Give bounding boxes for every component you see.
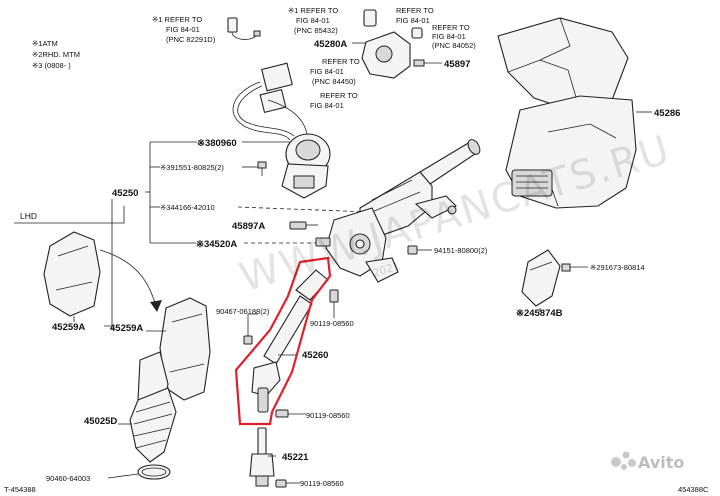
boot-45259A-lower	[159, 297, 211, 401]
leader-lines	[104, 199, 541, 479]
label-34520A: ※34520A	[196, 239, 237, 250]
highlight-outline	[234, 256, 332, 426]
label-245874B: ※245874B	[516, 308, 563, 319]
label-45259A-2: 45259A	[110, 323, 143, 334]
column-cover-upper	[497, 17, 629, 113]
label-45250: 45250	[112, 188, 138, 199]
ref-1-line-3: (PNC 82291D)	[166, 35, 216, 44]
footer-code-right: 454388C	[678, 485, 709, 494]
label-45897A: 45897A	[232, 221, 265, 232]
label-90460: 90460-64003	[46, 474, 90, 483]
ref-3b-line-1: REFER TO	[432, 23, 470, 32]
ref-2-line-2: FIG 84-01	[296, 16, 330, 25]
label-45259A-1: 45259A	[52, 322, 85, 333]
label-90119-3: 90119-08560	[300, 479, 344, 488]
label-45260: 45260	[302, 350, 328, 361]
ref-4-line-1: REFER TO	[322, 57, 360, 66]
reference-3: REFER TO FIG 84-01	[396, 6, 434, 25]
legend-line-1: ※1ATM	[32, 39, 58, 48]
bolt-90119-3	[275, 479, 300, 488]
reference-4: REFER TO FIG 84-01 (PNC 84450)	[310, 57, 360, 86]
bolt-34520A	[315, 237, 331, 247]
label-45221: 45221	[282, 452, 309, 463]
label-90119-2: 90119-08560	[306, 411, 350, 420]
ref-3-line-1: REFER TO	[396, 6, 434, 15]
bolt-45897	[413, 59, 442, 67]
bracket-245874B	[521, 249, 588, 307]
reference-1: ※1 REFER TO FIG 84-01 (PNC 82291D)	[152, 15, 216, 44]
ref-1-line-2: FIG 84-01	[166, 25, 200, 34]
ref-1-line-1: ※1 REFER TO	[152, 15, 202, 24]
reference-3b: REFER TO FIG 84-01 (PNC 84052)	[432, 23, 476, 50]
ref-4-line-3: (PNC 84450)	[312, 77, 356, 86]
label-91673: ※291673-80814	[590, 263, 645, 272]
bolt-45897A	[289, 221, 318, 230]
ref-3-line-2: FIG 84-01	[396, 16, 430, 25]
label-91551: ※391551-80825(2)	[160, 163, 224, 172]
label-45286: 45286	[654, 108, 680, 119]
label-90119-1: 90119-08560	[310, 319, 354, 328]
ref-2-line-3: (PNC 85432)	[294, 26, 338, 35]
legend-line-2: ※2RHD. MTM	[32, 50, 80, 59]
label-45897: 45897	[444, 59, 470, 70]
tilt-motor	[281, 133, 331, 199]
dust-boot-45025D	[129, 351, 177, 463]
ref-4-line-2: FIG 84-01	[310, 67, 344, 76]
bolt-90119-1	[329, 289, 339, 303]
label-45280A: 45280A	[314, 39, 347, 50]
nut-94151	[407, 245, 432, 255]
bracket-45250	[145, 141, 371, 244]
column-cover-lower	[505, 95, 637, 209]
bolt-90119-2	[275, 409, 306, 418]
reference-5: REFER TO FIG 84-01	[310, 91, 358, 110]
avito-wordmark: Avito	[638, 453, 684, 472]
ref-3b-line-3: (PNC 84052)	[432, 41, 476, 50]
switch-assembly-45280A	[361, 9, 423, 79]
connector-plug	[227, 17, 261, 40]
footer-code-left: T-454388	[4, 485, 36, 494]
legend: ※1ATM ※2RHD. MTM ※3 (0808- )	[32, 39, 80, 70]
avito-logo: Avito	[611, 451, 684, 472]
lower-shaft-45221	[249, 427, 275, 487]
flow-arrow	[99, 249, 162, 312]
label-380960: ※380960	[197, 138, 237, 149]
legend-line-3: ※3 (0808- )	[32, 61, 71, 70]
bolt-90467	[243, 335, 253, 345]
intermediate-shaft-45260	[251, 269, 329, 413]
screw-91551	[257, 161, 267, 176]
wire-harness	[232, 62, 309, 141]
ref-5-line-2: FIG 84-01	[310, 101, 344, 110]
label-94151: 94151-80800(2)	[434, 246, 488, 255]
section-label: LHD	[20, 211, 37, 221]
ref-2-line-1: ※1 REFER TO	[288, 6, 338, 15]
reference-2: ※1 REFER TO FIG 84-01 (PNC 85432)	[288, 6, 338, 35]
steering-column-main	[325, 139, 481, 283]
clamp-90460	[137, 464, 171, 480]
label-344166: ※344166-42010	[160, 203, 215, 212]
ref-5-line-1: REFER TO	[320, 91, 358, 100]
label-90467: 90467-06188(2)	[216, 307, 270, 316]
boot-45259A-upper	[43, 231, 101, 317]
label-45025D: 45025D	[84, 416, 117, 427]
ref-3b-line-2: FIG 84-01	[432, 32, 466, 41]
lhd-divider: LHD	[14, 206, 125, 224]
